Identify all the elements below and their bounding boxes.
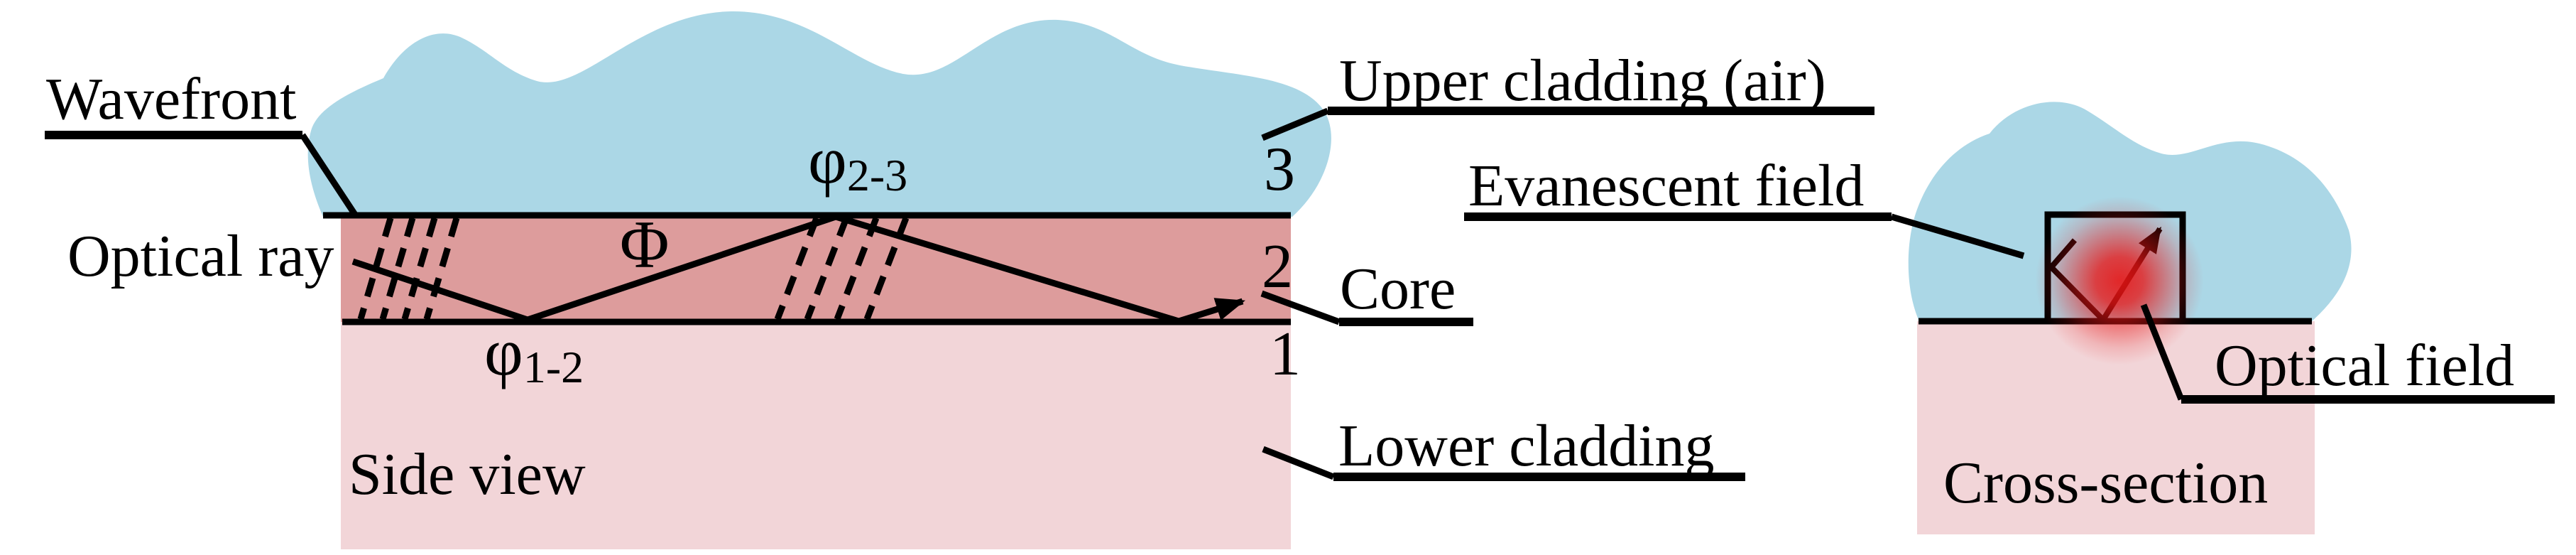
lower-cladding-leader-line bbox=[1262, 446, 1335, 480]
phi-glyph: φ bbox=[808, 122, 847, 198]
phase-shift-2-3-label: φ2-3 bbox=[808, 126, 907, 198]
wavefront-label: Wavefront bbox=[46, 66, 297, 132]
cross-section-caption: Cross-section bbox=[1943, 450, 2269, 516]
phi-2-3-subscript: 2-3 bbox=[846, 149, 908, 200]
upper-cladding-leader-line bbox=[1261, 107, 1329, 141]
optical-field-glow bbox=[2012, 173, 2227, 389]
side-lower-cladding-layer bbox=[341, 322, 1291, 549]
internal-angle-phi-symbol: Φ bbox=[620, 207, 670, 282]
wavefront-leader-line bbox=[300, 133, 358, 217]
layer-number-2: 2 bbox=[1262, 232, 1293, 301]
core-leader-line bbox=[1260, 290, 1341, 325]
side-view-caption: Side view bbox=[349, 441, 586, 507]
optical-ray-path bbox=[351, 213, 1245, 325]
layer-number-1: 1 bbox=[1270, 320, 1301, 389]
layer-number-3: 3 bbox=[1264, 135, 1295, 204]
phase-shift-1-2-label: φ1-2 bbox=[484, 318, 584, 390]
side-air-blob bbox=[307, 11, 1331, 217]
optical-ray-label: Optical ray bbox=[67, 223, 334, 289]
wavefront-dashes-group-1 bbox=[357, 217, 460, 320]
evanescent-field-leader-line bbox=[1890, 213, 2025, 259]
core-label: Core bbox=[1340, 256, 1456, 322]
upper-cladding-label: Upper cladding (air) bbox=[1339, 48, 1826, 114]
phi-1-2-subscript: 1-2 bbox=[523, 341, 584, 392]
phi-glyph: φ bbox=[484, 314, 523, 389]
lower-cladding-label: Lower cladding bbox=[1338, 413, 1715, 479]
optical-field-label: Optical field bbox=[2215, 333, 2515, 399]
optical-field-leader-line bbox=[2140, 303, 2185, 401]
evanescent-field-label: Evanescent field bbox=[1468, 153, 1865, 219]
